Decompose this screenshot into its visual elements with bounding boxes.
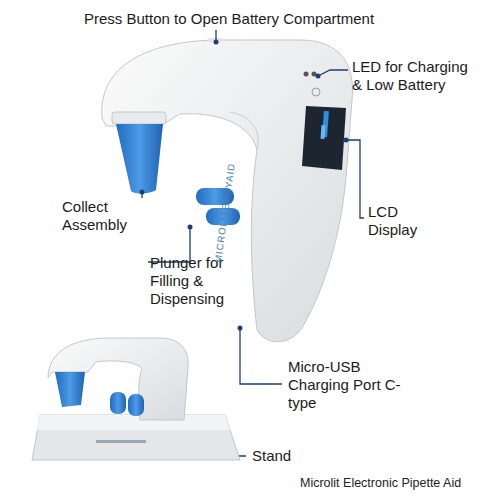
label-led: LED for Charging & Low Battery bbox=[352, 58, 472, 94]
label-usb-port: Micro-USB Charging Port C-type bbox=[288, 358, 418, 412]
led-dot bbox=[304, 72, 309, 77]
stand-top bbox=[36, 415, 230, 430]
nose-collar bbox=[112, 112, 166, 124]
stand-plunger bbox=[128, 394, 144, 416]
collect-cone bbox=[116, 124, 163, 194]
label-plunger: Plunger for Filling & Dispensing bbox=[150, 254, 240, 308]
lcd-digits bbox=[321, 125, 326, 139]
pipette-body bbox=[102, 40, 353, 342]
stand-plunger bbox=[110, 392, 126, 414]
stand-base bbox=[32, 415, 240, 460]
stand-logo bbox=[96, 440, 146, 443]
caption: Microlit Electronic Pipette Aid bbox=[300, 476, 461, 491]
lcd-screen bbox=[302, 106, 346, 170]
body-seam bbox=[230, 112, 258, 150]
label-battery-button: Press Button to Open Battery Compartment bbox=[84, 10, 414, 28]
label-collect-assembly: Collect Assembly bbox=[62, 198, 147, 234]
label-lcd: LCD Display bbox=[368, 203, 438, 239]
label-stand: Stand bbox=[252, 447, 312, 465]
stand-pipette bbox=[48, 338, 188, 420]
power-button bbox=[312, 88, 320, 96]
stand-cone bbox=[55, 372, 85, 407]
